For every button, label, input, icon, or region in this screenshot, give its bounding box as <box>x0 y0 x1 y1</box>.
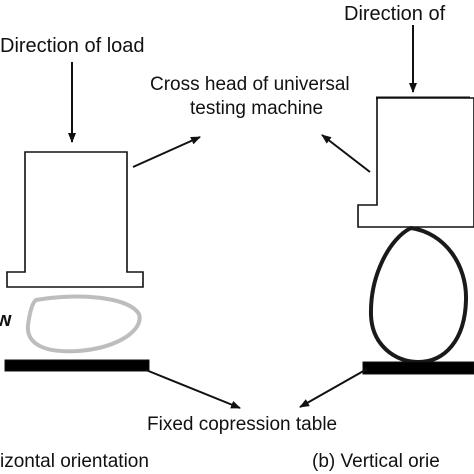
crosshead-label-line2: testing machine <box>190 98 324 119</box>
crosshead-arrow-right <box>321 134 371 173</box>
caption-vertical-orientation: (b) Vertical orie <box>312 451 440 472</box>
left-setup <box>4 62 150 372</box>
right-specimen-ring <box>368 225 469 365</box>
left-crosshead <box>6 151 144 288</box>
left-edge-fragment: w <box>0 309 12 331</box>
table-arrow-left <box>145 369 241 409</box>
left-fixed-table <box>4 359 150 372</box>
right-fixed-table <box>362 361 474 375</box>
fixed-table-label: Fixed copression table <box>147 414 338 435</box>
annotation-arrows <box>132 134 371 409</box>
crosshead-label-line1: Cross head of universal <box>150 74 350 95</box>
left-specimen-ring <box>25 294 142 354</box>
caption-horizontal-orientation: izontal orientation <box>0 451 149 472</box>
table-arrow-right <box>299 368 368 408</box>
right-load-direction-label: Direction of <box>344 3 446 25</box>
crosshead-arrow-left <box>132 136 201 168</box>
right-setup <box>357 25 474 375</box>
right-crosshead <box>357 97 474 228</box>
left-load-direction-label: Direction of load <box>0 35 145 57</box>
